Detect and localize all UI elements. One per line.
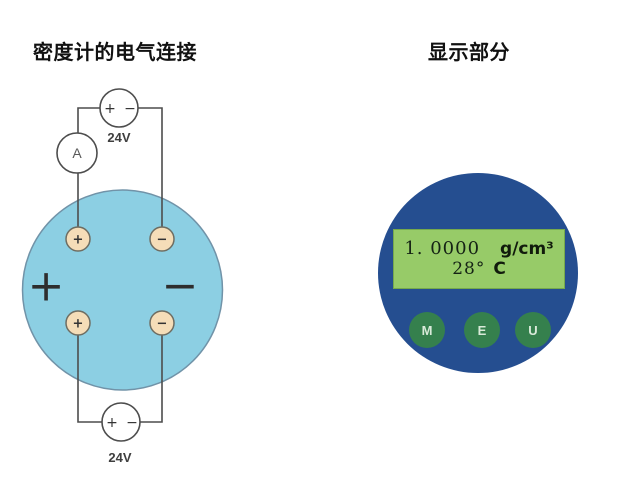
ammeter-icon (56, 132, 98, 174)
left-panel-title: 密度计的电气连接 (33, 42, 197, 64)
bottom-power-source-icon (101, 402, 141, 442)
wire-plus-terminal-to-bottomsource (77, 323, 102, 423)
display-unit-body: 1. 0000 g/cm³ 28° C M E U (378, 173, 578, 373)
density-unit: g/cm³ (500, 238, 554, 259)
top-power-source-icon (99, 88, 139, 128)
device-button-row: M E U (378, 312, 578, 348)
terminal-bottom-right (149, 310, 175, 336)
terminal-top-left-symbol: + (73, 233, 84, 248)
lcd-density-line: 1. 0000 g/cm³ (404, 237, 554, 260)
terminal-bottom-right-symbol: − (157, 317, 168, 332)
right-panel-title: 显示部分 (428, 42, 510, 64)
terminal-top-left (65, 226, 91, 252)
terminal-bottom-left-symbol: + (73, 317, 84, 332)
top-source-voltage-label: 24V (107, 130, 130, 145)
wire-topsource-to-minus-terminal (138, 107, 163, 239)
device-button-m: M (409, 312, 445, 348)
lcd-temperature-line: 28° C (452, 258, 506, 280)
wire-minus-terminal-to-bottomsource (140, 323, 163, 423)
temperature-unit: C (493, 258, 506, 279)
temperature-value: 28° (452, 258, 486, 279)
device-button-u: U (515, 312, 551, 348)
electrical-connection-diagram: + − 24V A + − 24V + − + − + − (21, 88, 224, 465)
lcd-screen: 1. 0000 g/cm³ 28° C (393, 229, 565, 289)
terminal-bottom-left (65, 310, 91, 336)
density-value: 1. 0000 (404, 237, 481, 259)
wire-topsource-to-ammeter (77, 107, 100, 133)
bottom-source-plus-symbol: + (106, 415, 118, 431)
bottom-source-minus-symbol: − (126, 415, 138, 431)
ammeter-label: A (72, 145, 82, 161)
body-plus-polarity-symbol: + (28, 260, 65, 311)
device-button-e: E (464, 312, 500, 348)
top-source-plus-symbol: + (104, 101, 116, 117)
top-source-minus-symbol: − (124, 101, 136, 117)
bottom-source-voltage-label: 24V (108, 450, 131, 465)
body-minus-polarity-symbol: − (162, 260, 199, 311)
terminal-top-right-symbol: − (157, 233, 168, 248)
terminal-top-right (149, 226, 175, 252)
